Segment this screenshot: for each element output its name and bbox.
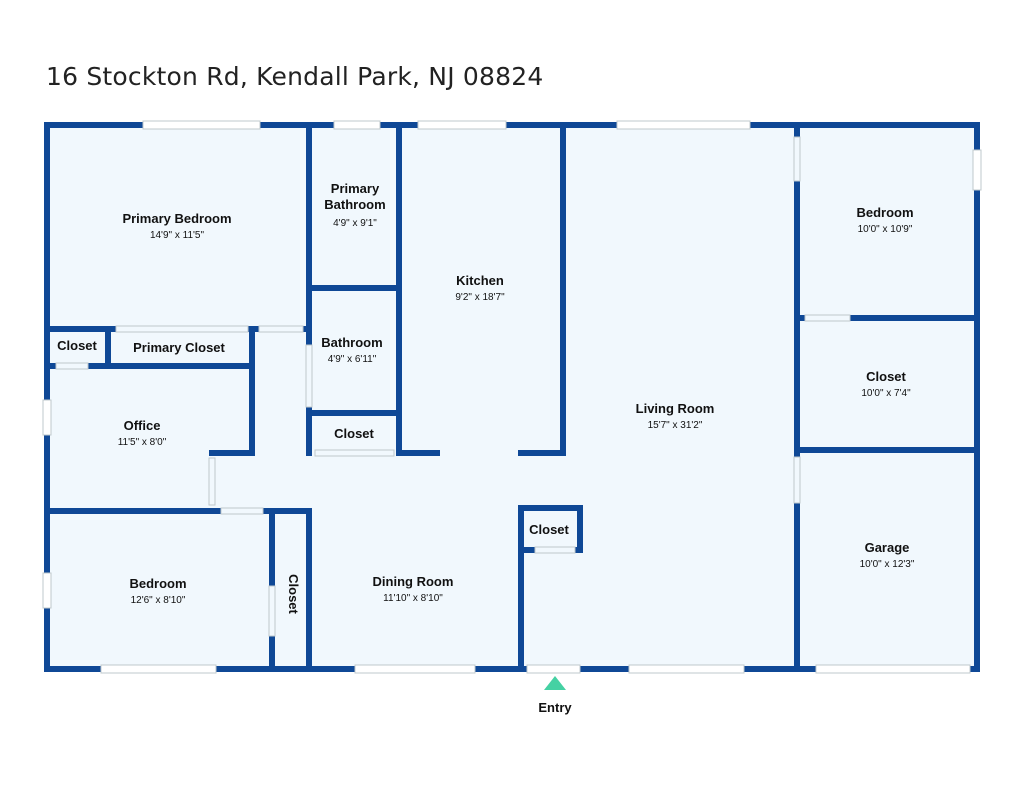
room-name-kitchen: Kitchen xyxy=(456,273,504,288)
room-name-closet-bath: Closet xyxy=(334,426,374,441)
entry-label: Entry xyxy=(538,700,572,715)
windows-and-openings xyxy=(42,120,982,674)
room-name-dining-room: Dining Room xyxy=(373,574,454,589)
room-dims-closet-east: 10'0" x 7'4" xyxy=(861,388,911,399)
room-dims-primary-bedroom: 14'9" x 11'5" xyxy=(150,230,205,241)
room-name-closet-east: Closet xyxy=(866,369,906,384)
room-name-primary-bathroom-line1: Primary xyxy=(331,181,380,196)
room-labels: Primary Bedroom 14'9" x 11'5" Primary Ba… xyxy=(57,181,915,615)
room-name-closet-nw: Closet xyxy=(57,338,97,353)
floor-area xyxy=(47,124,977,670)
room-dims-bedroom-west: 12'6" x 8'10" xyxy=(131,595,186,606)
room-name-garage: Garage xyxy=(865,540,910,555)
room-name-office: Office xyxy=(124,418,161,433)
room-dims-bathroom: 4'9" x 6'11" xyxy=(328,354,377,365)
room-dims-primary-bathroom: 4'9" x 9'1" xyxy=(333,218,377,229)
room-name-primary-closet: Primary Closet xyxy=(133,340,225,355)
property-address: 16 Stockton Rd, Kendall Park, NJ 08824 xyxy=(46,62,544,91)
room-dims-garage: 10'0" x 12'3" xyxy=(860,559,915,570)
room-dims-kitchen: 9'2" x 18'7" xyxy=(455,292,505,303)
room-dims-office: 11'5" x 8'0" xyxy=(118,437,167,448)
room-dims-dining-room: 11'10" x 8'10" xyxy=(383,593,443,604)
room-name-living-room: Living Room xyxy=(636,401,715,416)
room-name-bedroom-west: Bedroom xyxy=(129,576,186,591)
room-name-bathroom: Bathroom xyxy=(321,335,382,350)
room-name-primary-bedroom: Primary Bedroom xyxy=(122,211,231,226)
room-name-bedroom-east: Bedroom xyxy=(856,205,913,220)
entry-arrow-icon xyxy=(544,676,566,690)
room-name-primary-bathroom-line2: Bathroom xyxy=(324,197,385,212)
room-name-closet-bedroom-west: Closet xyxy=(286,574,301,614)
room-dims-living-room: 15'7" x 31'2" xyxy=(648,420,703,431)
room-name-closet-living: Closet xyxy=(529,522,569,537)
room-dims-bedroom-east: 10'0" x 10'9" xyxy=(858,224,913,235)
